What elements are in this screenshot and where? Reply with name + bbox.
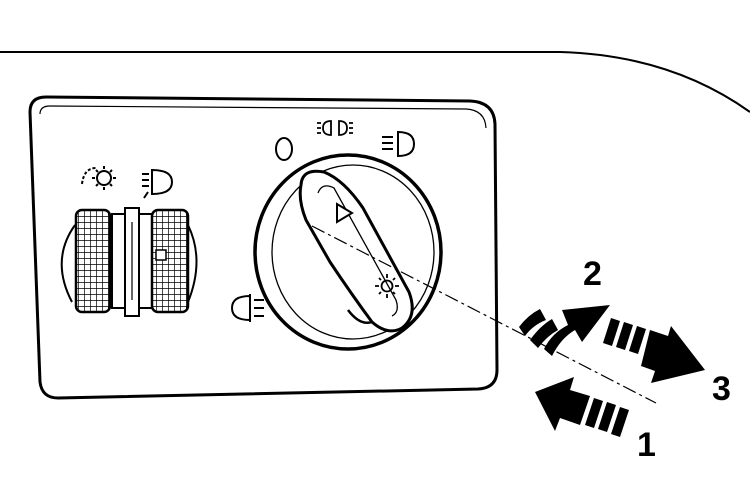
low-beam-icon <box>382 130 416 158</box>
callout-1: 1 <box>637 426 656 464</box>
rear-fog-light-icon <box>230 294 264 322</box>
instrument-illumination-icon <box>81 166 116 190</box>
push-arrow <box>603 318 705 383</box>
callout-2: 2 <box>583 255 602 293</box>
callout-3: 3 <box>712 370 731 408</box>
headlight-range-control-icon <box>142 168 174 199</box>
turn-arrow <box>519 305 610 356</box>
knob-indicator-arrow-icon <box>336 202 354 224</box>
switch-axis-line <box>311 225 657 404</box>
dimmer-wheel-group <box>60 207 198 317</box>
dashboard-edge <box>0 51 750 113</box>
pull-arrow <box>535 377 629 437</box>
illumination-symbol-icon <box>375 274 399 298</box>
parking-lights-icon <box>317 120 353 136</box>
off-position-icon <box>275 137 293 161</box>
dimmer-wheel[interactable] <box>74 208 112 314</box>
headlight-range-wheel[interactable] <box>150 208 190 314</box>
